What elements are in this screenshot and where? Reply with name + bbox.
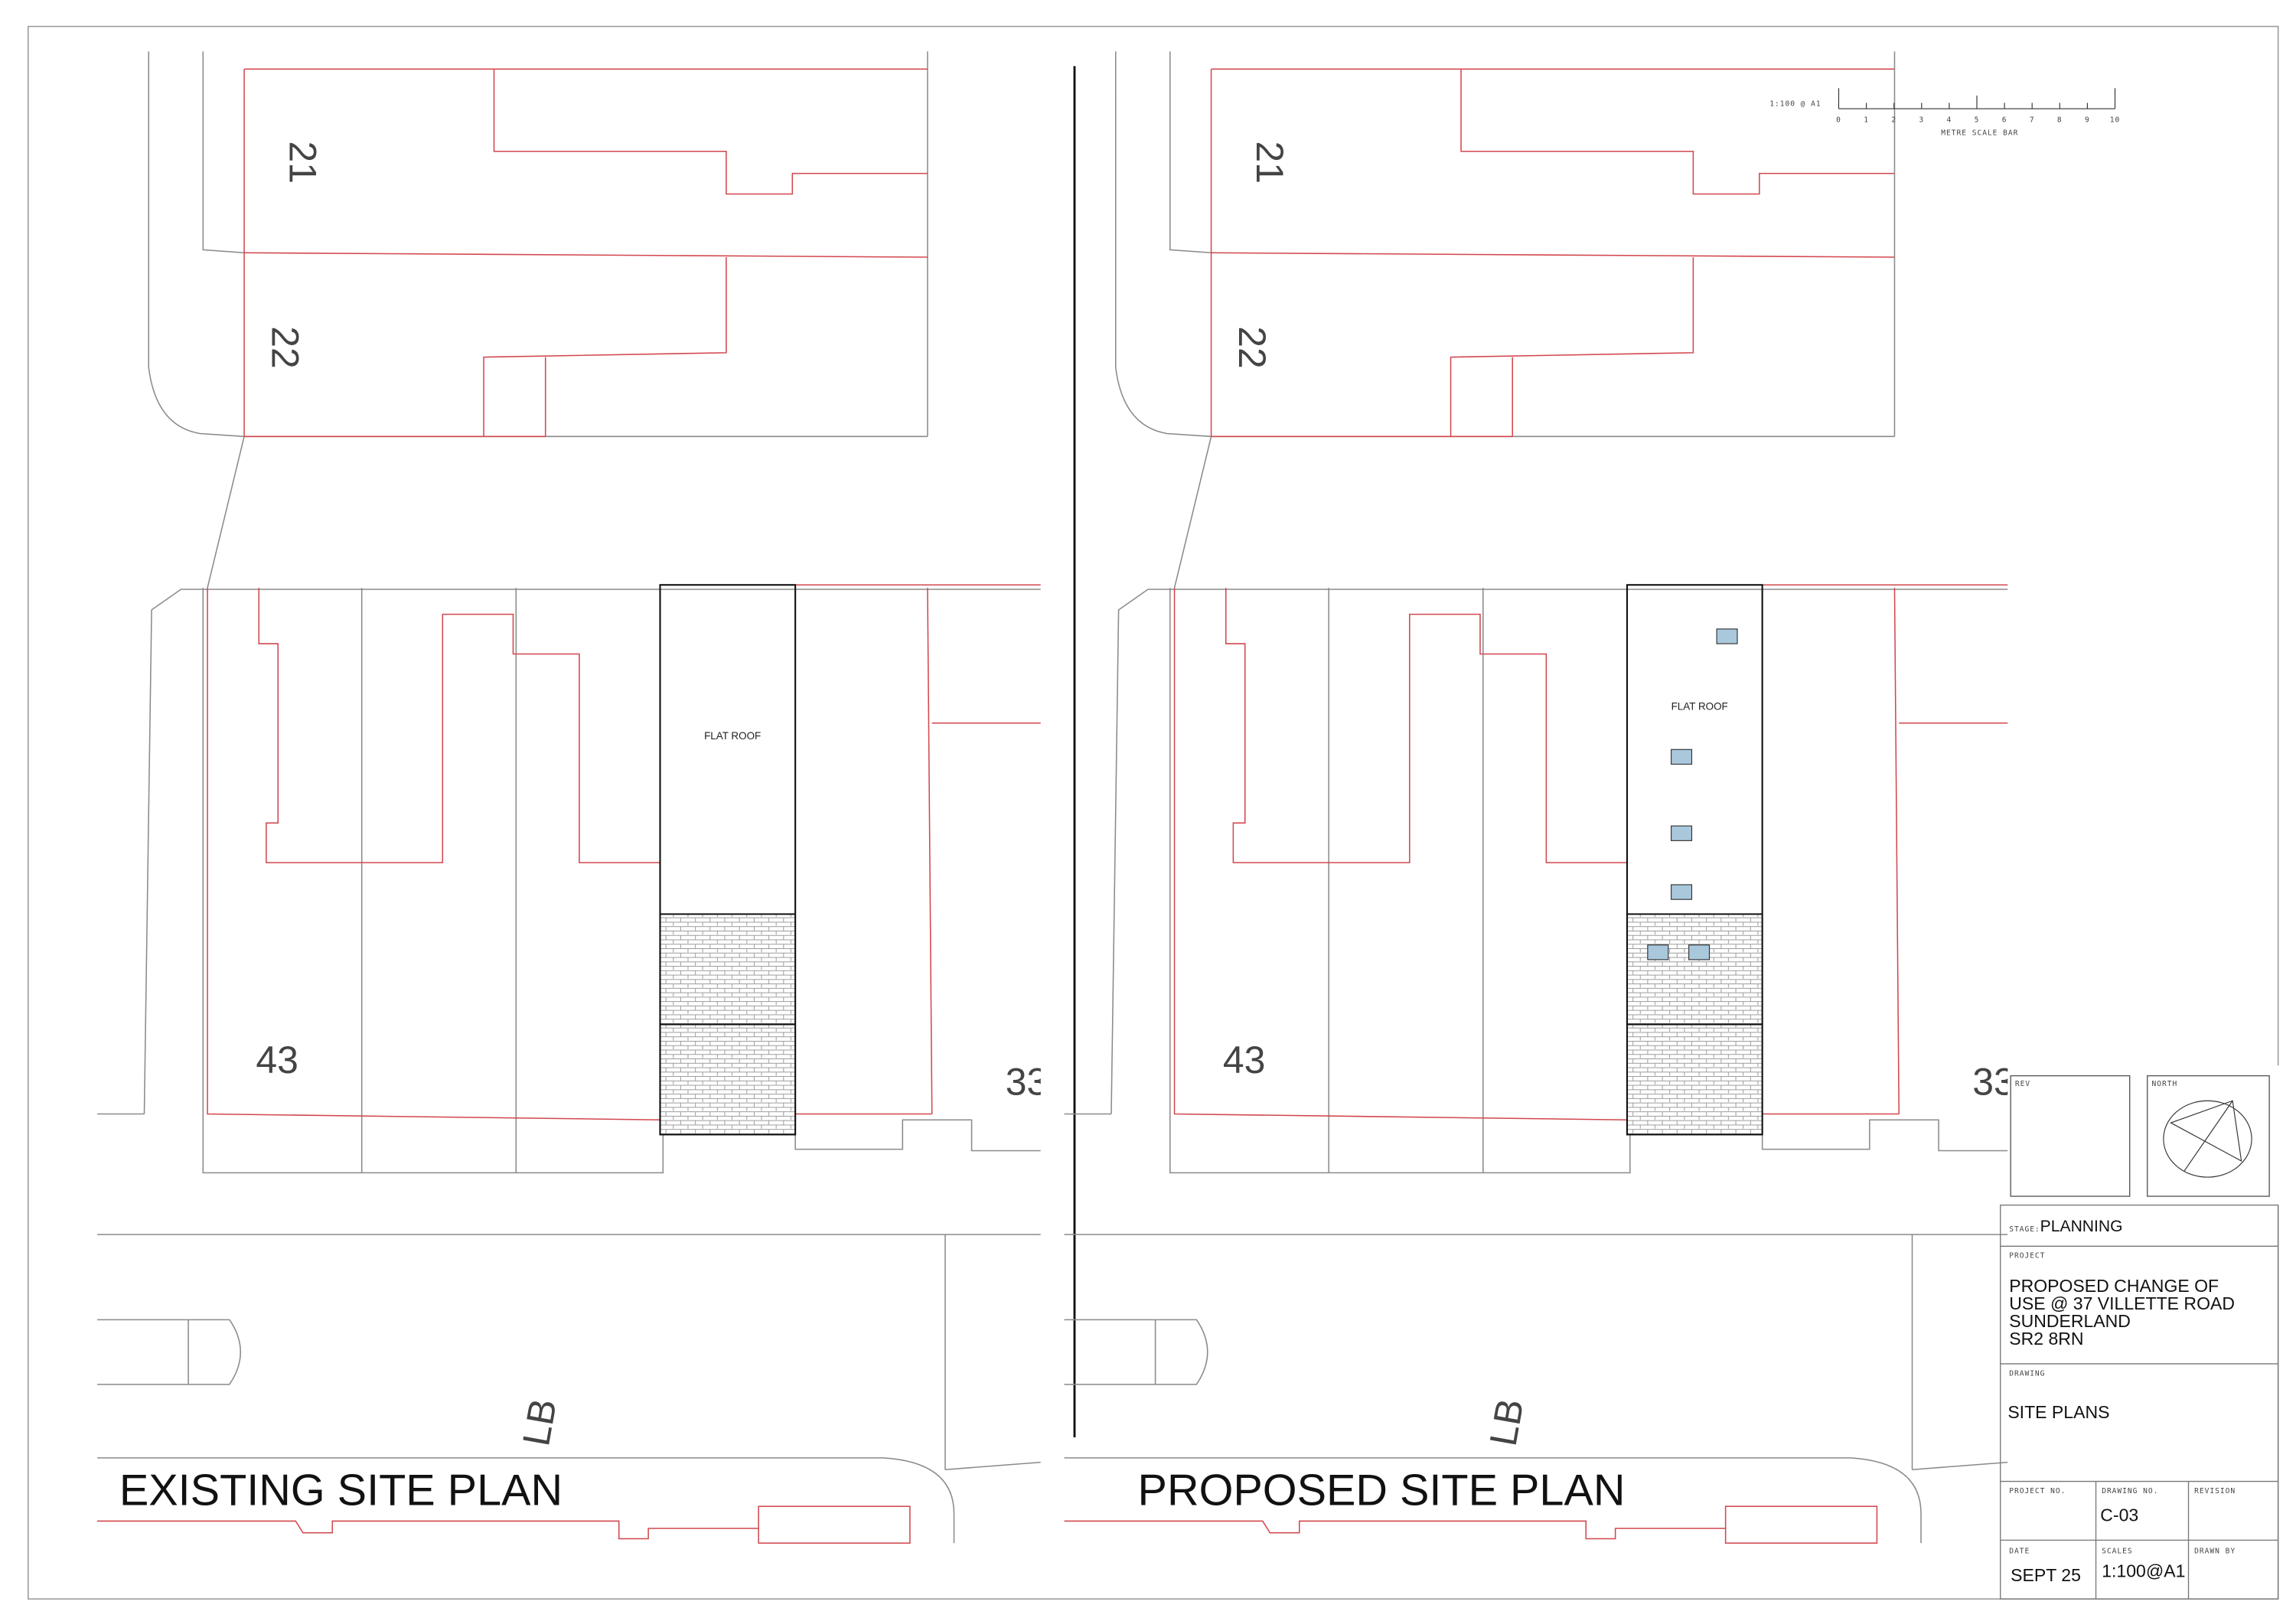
revision-box — [2010, 1075, 2131, 1197]
proposed-plan-title: PROPOSED SITE PLAN — [1138, 1466, 1626, 1515]
date-value: SEPT 25 — [2011, 1565, 2081, 1585]
skylight-icon — [1688, 944, 1711, 961]
scale-tick: 3 — [1919, 116, 1924, 124]
skylight-icon — [1671, 884, 1693, 900]
skylight-icon — [1671, 825, 1693, 841]
scale-tick: 9 — [2085, 116, 2090, 124]
project-no-label: PROJECT NO. — [2009, 1487, 2066, 1495]
skylight-icon — [1716, 628, 1738, 644]
scale-tick: 8 — [2057, 116, 2063, 124]
project-line: USE @ 37 VILLETTE ROAD — [2009, 1293, 2235, 1313]
plot-label-22: 22 — [1231, 326, 1274, 369]
scales-label: SCALES — [2102, 1548, 2132, 1556]
date-label: DATE — [2009, 1548, 2030, 1556]
scale-tick: 4 — [1947, 116, 1952, 124]
skylight-icon — [1671, 749, 1693, 765]
scales-value: 1:100@A1 — [2102, 1561, 2185, 1580]
scale-label: 1:100 @ A1 — [1769, 99, 1821, 108]
plot-label-33: 33 — [1006, 1061, 1049, 1104]
plot-label-33: 33 — [1972, 1061, 2015, 1104]
revision-label: REVISION — [2194, 1487, 2236, 1495]
flat-roof-label: FLAT ROOF — [1671, 700, 1728, 712]
scale-bar: 1:100 @ A1 0 1 2 3 4 5 6 7 8 9 10 METRE … — [1769, 88, 2120, 138]
rev-label: REV — [2015, 1080, 2030, 1088]
skylights — [1647, 628, 1738, 961]
scale-tick: 1 — [1864, 116, 1869, 124]
drawn-by-label: DRAWN BY — [2194, 1548, 2236, 1556]
scale-tick: 7 — [2030, 116, 2035, 124]
plot-label-21: 21 — [1248, 141, 1291, 184]
scale-tick: 10 — [2110, 116, 2120, 124]
north-arrow-icon — [2163, 1100, 2252, 1178]
project-value: PROPOSED CHANGE OF USE @ 37 VILLETTE ROA… — [2009, 1276, 2235, 1349]
scale-caption: METRE SCALE BAR — [1941, 129, 2018, 138]
project-label: PROJECT — [2009, 1252, 2045, 1261]
scale-tick: 5 — [1975, 116, 1980, 124]
north-box — [2147, 1075, 2270, 1197]
drawing-label: DRAWING — [2009, 1369, 2045, 1378]
project-line: SUNDERLAND — [2009, 1311, 2131, 1331]
title-block: REV NORTH STAGE:PLANNING PROJECT PROPOSE… — [2000, 1075, 2279, 1600]
drawing-value: SITE PLANS — [2007, 1402, 2109, 1422]
plot-label-21: 21 — [282, 141, 325, 184]
sheet-border — [28, 25, 2279, 1600]
project-line: SR2 8RN — [2009, 1329, 2083, 1349]
drawing-no-value: C-03 — [2100, 1505, 2138, 1525]
scale-tick: 6 — [2002, 116, 2007, 124]
flat-roof-label: FLAT ROOF — [704, 730, 761, 742]
skylight-icon — [1647, 944, 1669, 961]
project-line: PROPOSED CHANGE OF — [2009, 1276, 2219, 1296]
existing-site-plan: 33 21 22 43 LB FLAT ROOF EXISTING SITE P… — [96, 51, 1049, 1544]
plot-label-43: 43 — [256, 1039, 298, 1081]
road-label: LB — [514, 1395, 565, 1449]
drawing-no-label: DRAWING NO. — [2102, 1487, 2158, 1495]
scale-tick: 0 — [1836, 116, 1841, 124]
north-label: NORTH — [2152, 1080, 2178, 1088]
road-label: LB — [1482, 1395, 1532, 1449]
existing-plan-title: EXISTING SITE PLAN — [119, 1466, 563, 1515]
plot-label-43: 43 — [1223, 1039, 1266, 1081]
proposed-site-plan: 33 21 22 43 LB FLAT ROOF PROPOSED SITE P… — [1063, 51, 2296, 1544]
scale-tick: 2 — [1891, 116, 1896, 124]
plot-label-22: 22 — [264, 326, 307, 369]
stage-field: STAGE:PLANNING — [2009, 1218, 2122, 1235]
